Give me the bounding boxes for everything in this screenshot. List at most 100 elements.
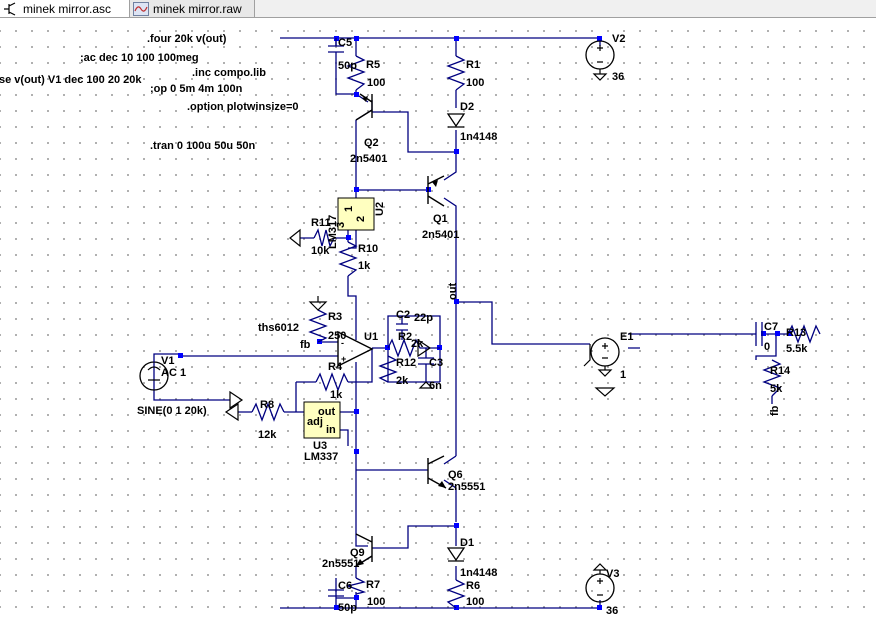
r5-resistor[interactable] — [346, 55, 366, 91]
svg-text:2: 2 — [355, 216, 367, 222]
svg-text:R11: R11 — [311, 217, 331, 229]
d2-diode[interactable] — [446, 113, 466, 128]
q2-transistor[interactable] — [355, 93, 373, 121]
svg-text:250: 250 — [328, 330, 346, 342]
v1-voltage-source[interactable] — [139, 353, 178, 391]
svg-text:2k: 2k — [411, 338, 424, 350]
svg-text:100: 100 — [466, 77, 484, 89]
r1-resistor[interactable] — [446, 55, 466, 91]
svg-text:22p: 22p — [414, 312, 433, 324]
svg-text:100: 100 — [466, 596, 484, 608]
r6-resistor[interactable] — [446, 579, 466, 609]
r11-resistor[interactable] — [313, 228, 335, 248]
svg-text:1k: 1k — [358, 260, 371, 272]
c6-capacitor[interactable] — [328, 589, 344, 597]
ground-symbols — [224, 228, 616, 422]
svg-text:1n4148: 1n4148 — [460, 131, 497, 143]
svg-text:C2: C2 — [396, 309, 410, 321]
directive-op[interactable]: ;op 0 5m 4m 100n — [150, 83, 243, 95]
svg-text:V3: V3 — [606, 568, 619, 580]
c7-capacitor[interactable] — [755, 322, 763, 346]
directive-option[interactable]: .option plotwinsize=0 — [187, 101, 299, 113]
r3-resistor[interactable] — [308, 309, 328, 343]
directive-tran[interactable]: .tran 0 100u 50u 50n — [150, 140, 255, 152]
r13-resistor[interactable] — [787, 324, 821, 344]
d1-diode[interactable] — [446, 547, 466, 562]
r8-resistor[interactable] — [251, 402, 285, 422]
tab-label: minek mirror.raw — [153, 1, 242, 16]
svg-text:D1: D1 — [460, 537, 474, 549]
svg-text:1: 1 — [343, 206, 355, 212]
svg-text:2k: 2k — [396, 375, 409, 387]
svg-text:2n5401: 2n5401 — [350, 153, 387, 165]
svg-text:C3: C3 — [429, 357, 443, 369]
q6-transistor[interactable] — [427, 455, 447, 489]
r2-resistor[interactable] — [387, 338, 440, 358]
schematic-canvas[interactable]: -+ 3 1 2 out adj in .four 20k v(out) ;ac… — [0, 18, 876, 622]
svg-text:36: 36 — [606, 605, 618, 617]
svg-text:ths6012: ths6012 — [258, 322, 299, 334]
svg-text:SINE(0 1 20k): SINE(0 1 20k) — [137, 405, 207, 417]
svg-text:V2: V2 — [612, 33, 625, 45]
svg-text:R8: R8 — [260, 399, 274, 411]
directive-ac[interactable]: ;ac dec 10 100 100meg — [80, 52, 199, 64]
svg-text:Q6: Q6 — [448, 469, 463, 481]
svg-text:36: 36 — [612, 71, 624, 83]
svg-text:R10: R10 — [358, 243, 378, 255]
wire-net — [153, 37, 788, 609]
v3-voltage-source[interactable] — [585, 563, 615, 603]
svg-text:C5: C5 — [338, 37, 352, 49]
svg-text:1k: 1k — [330, 389, 343, 401]
directive-four[interactable]: .four 20k v(out) — [147, 33, 227, 45]
svg-text:R12: R12 — [396, 357, 416, 369]
svg-text:12k: 12k — [258, 429, 277, 441]
svg-text:fb: fb — [300, 339, 311, 351]
spice-directives[interactable]: .four 20k v(out) ;ac dec 10 100 100meg .… — [0, 33, 299, 152]
u3-regulator[interactable]: out adj in — [303, 401, 341, 439]
svg-text:C7: C7 — [764, 321, 778, 333]
schematic-icon — [4, 1, 16, 16]
c5-capacitor[interactable] — [328, 38, 344, 64]
document-tab-bar: minek mirror.asc minek mirror.raw — [0, 0, 876, 18]
u1-opamp[interactable]: -+ — [337, 330, 374, 368]
svg-text:in: in — [326, 424, 336, 436]
q1-transistor[interactable] — [427, 175, 445, 207]
q9-transistor[interactable] — [355, 533, 373, 567]
c3-capacitor[interactable] — [418, 348, 434, 382]
r14-resistor[interactable] — [762, 359, 782, 397]
u2-regulator[interactable]: 3 1 2 — [335, 197, 375, 231]
svg-text:R3: R3 — [328, 311, 342, 323]
svg-text:5.5k: 5.5k — [786, 343, 808, 355]
tab-minek-mirror-asc[interactable]: minek mirror.asc — [0, 0, 130, 17]
svg-text:E1: E1 — [620, 331, 633, 343]
svg-text:+: + — [341, 354, 346, 364]
r12-resistor[interactable] — [378, 355, 398, 383]
svg-text:R5: R5 — [366, 59, 380, 71]
svg-text:Q2: Q2 — [364, 137, 379, 149]
svg-text:100: 100 — [367, 596, 385, 608]
svg-text:R1: R1 — [466, 59, 480, 71]
svg-text:LM337: LM337 — [304, 451, 338, 463]
svg-text:Q9: Q9 — [350, 547, 365, 559]
svg-text:out: out — [447, 283, 459, 300]
svg-text:3: 3 — [335, 222, 347, 228]
tab-minek-mirror-raw[interactable]: minek mirror.raw — [130, 0, 255, 17]
v2-voltage-source[interactable] — [585, 40, 615, 81]
svg-text:Q1: Q1 — [433, 213, 448, 225]
svg-text:2n5551: 2n5551 — [322, 558, 359, 570]
r10-resistor[interactable] — [338, 241, 358, 277]
r7-resistor[interactable] — [345, 577, 367, 595]
c2-capacitor[interactable] — [396, 316, 408, 340]
waveform-icon — [133, 1, 149, 16]
directive-noise[interactable]: se v(out) V1 dec 100 20 20k — [0, 74, 142, 86]
directive-inc[interactable]: .inc compo.lib — [192, 67, 266, 79]
svg-text:5k: 5k — [770, 383, 783, 395]
svg-text:C6: C6 — [338, 580, 352, 592]
svg-text:1: 1 — [620, 369, 626, 381]
svg-text:adj: adj — [307, 416, 323, 428]
svg-text:fb: fb — [769, 405, 781, 416]
e1-voltage-source[interactable] — [583, 337, 620, 377]
svg-text:R2: R2 — [398, 331, 412, 343]
r4-resistor[interactable] — [315, 372, 349, 392]
